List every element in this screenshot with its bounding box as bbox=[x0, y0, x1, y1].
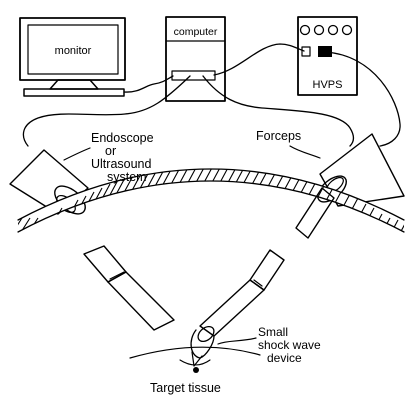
endoscope-label-line3: Ultrasound bbox=[91, 157, 151, 171]
forceps-leader-line bbox=[289, 145, 321, 159]
device-label-group: Small shock wave device bbox=[217, 325, 321, 365]
computer: computer bbox=[165, 16, 226, 102]
monitor-cable bbox=[123, 75, 174, 93]
endoscope-cable bbox=[22, 75, 191, 147]
endoscope-label: Endoscope or Ultrasound system bbox=[63, 131, 154, 184]
endoscope-label-line4: system bbox=[107, 170, 147, 184]
forceps-shaft-upper bbox=[295, 187, 335, 239]
device-label-line1: Small bbox=[258, 325, 288, 339]
monitor: monitor bbox=[19, 17, 126, 97]
device-leader-line bbox=[217, 337, 257, 345]
hvps-computer-cable bbox=[213, 43, 305, 76]
body-wall bbox=[17, 168, 405, 233]
target-tissue-label: Target tissue bbox=[150, 381, 221, 395]
forceps-cable-hvps bbox=[325, 51, 401, 147]
forceps-label: Forceps bbox=[256, 129, 301, 143]
device-label-line3: device bbox=[267, 351, 302, 365]
hvps-indicator bbox=[318, 46, 332, 57]
cables bbox=[22, 43, 401, 147]
shock-wave-device bbox=[190, 325, 215, 367]
target-tissue bbox=[129, 346, 261, 373]
monitor-label: monitor bbox=[55, 45, 92, 57]
hvps-label: HVPS bbox=[313, 79, 343, 91]
device-label-line2: shock wave bbox=[258, 338, 321, 352]
computer-label: computer bbox=[174, 26, 218, 38]
endoscope-leader-line bbox=[63, 147, 91, 161]
endoscope-probe bbox=[83, 245, 175, 331]
hvps: HVPS bbox=[297, 16, 358, 96]
endoscope-label-line1: Endoscope bbox=[91, 131, 154, 145]
forceps-label-group: Forceps bbox=[256, 129, 321, 159]
hvps-switch bbox=[301, 46, 311, 57]
forceps-shaft-lower bbox=[199, 249, 285, 337]
forceps-cable-computer bbox=[202, 75, 355, 147]
endoscope-label-line2: or bbox=[105, 144, 116, 158]
target-point bbox=[193, 367, 199, 373]
